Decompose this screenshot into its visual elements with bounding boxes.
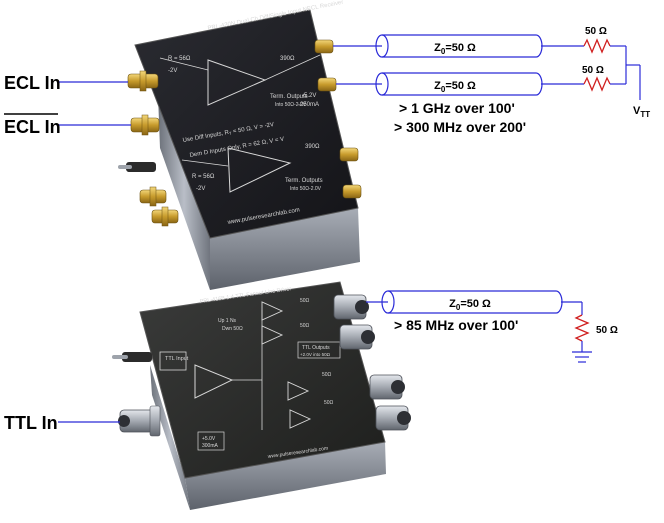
- ecl-upper-out-res: 390Ω: [280, 56, 295, 62]
- ecl-in-connector[interactable]: [127, 70, 159, 92]
- termination-resistor-1: [583, 38, 611, 54]
- ttl-buffer-3: [287, 381, 310, 401]
- ttl-out-res-1: 50Ω: [300, 298, 310, 304]
- ttl-out-res-4: 50Ω: [324, 400, 334, 406]
- ecl-upper-amp-symbol: [207, 59, 267, 106]
- ecl-upper-rt-label: R = 56Ω: [168, 56, 191, 62]
- ecl-supply-voltage: -5.2V: [302, 93, 316, 99]
- ecl-upper-vt-label: -2V: [168, 68, 177, 74]
- ttl-supply-box: [197, 431, 225, 451]
- ecl-in-label: ECL In: [4, 73, 61, 93]
- ecl-lower-vt-label: -2V: [196, 186, 205, 192]
- ecl-output-lines: Z0=50 Ω 50 Ω Z0=50 Ω 50 Ω VTT > 1 GHz ov…: [333, 26, 650, 135]
- ttl-toggle-switch[interactable]: [112, 352, 152, 362]
- resistor-1-label: 50 Ω: [585, 26, 607, 37]
- ecl-ch2-in-connector[interactable]: [139, 186, 167, 207]
- ttl-load-resistor: [574, 314, 590, 342]
- ecl-out4-connector[interactable]: [342, 184, 362, 199]
- ttl-box-top-panel: [139, 281, 386, 479]
- ttl-out4-bnc-connector[interactable]: [375, 405, 411, 431]
- ecl-lower-in-trace: [181, 159, 229, 167]
- ttl-driver-module: PRL-416B 1:4 TTL Fanout Line Driver Up 1…: [112, 281, 411, 510]
- ttl-out2-bnc-connector[interactable]: [339, 324, 375, 350]
- ecl-ch2-in-bar-connector[interactable]: [151, 206, 179, 227]
- ecl-receiver-module: PRL-430N Dual Ch Diff/Single Input NECL …: [118, 0, 362, 290]
- ecl-lower-out-res: 390Ω: [305, 144, 320, 150]
- ecl-box-front-face: [158, 95, 210, 290]
- ecl-out2-connector[interactable]: [317, 77, 337, 92]
- vtt-label: VTT: [633, 105, 650, 119]
- ecl-upper-in-trace: [159, 57, 209, 71]
- ttl-output-line: Z0=50 Ω 50 Ω > 85 MHz over 100': [366, 290, 618, 363]
- ecl-in-bar-connector[interactable]: [130, 114, 160, 136]
- ecl-supply-current: -250mA: [298, 102, 319, 108]
- ecl-lower-term-outputs: Term. Outputs: [285, 178, 323, 184]
- ttl-main-buffer-symbol: [194, 364, 234, 399]
- ecl-lower-term-outputs-sub: Into 50Ω-2.0V: [290, 186, 322, 192]
- termination-resistor-2: [583, 76, 611, 92]
- ttl-out3-bnc-connector[interactable]: [369, 374, 405, 400]
- ttl-outputs-sub: +2.0V into 50Ω: [300, 352, 331, 357]
- ecl-box-top-panel: [134, 9, 359, 239]
- ecl-upper-term-outputs-sub: Into 50Ω-2.0V: [275, 102, 307, 108]
- ttl-buffer-2: [261, 325, 284, 345]
- ttl-buffer-4: [289, 409, 312, 429]
- ttl-box-right-face: [185, 442, 386, 510]
- ttl-supply-current: 300mA: [202, 443, 219, 449]
- coax-3-impedance: Z0=50 Ω: [449, 298, 491, 312]
- ttl-load-resistor-label: 50 Ω: [596, 325, 618, 336]
- performance-1ghz: > 1 GHz over 100': [399, 100, 515, 116]
- ttl-supply-voltage: +5.0V: [202, 436, 216, 442]
- performance-300mhz: > 300 MHz over 200': [394, 119, 526, 135]
- ttl-input-box: [159, 351, 187, 371]
- ttl-in-label: TTL In: [4, 413, 58, 433]
- input-wiring: [58, 81, 131, 423]
- ttl-buffer-1: [261, 301, 284, 321]
- ttl-out1-bnc-connector[interactable]: [333, 294, 369, 320]
- ttl-panel-upto: Up 1 Ns: [218, 318, 237, 324]
- ttl-outputs-box: [297, 341, 341, 359]
- ecl-upper-out-trace: [264, 54, 321, 81]
- ecl-lower-amp-symbol: [227, 147, 292, 193]
- ttl-outputs-label: TTL Outputs: [302, 345, 330, 351]
- ecl-in-bar-label: ECL In: [4, 117, 61, 137]
- coax-2-impedance: Z0=50 Ω: [434, 80, 476, 94]
- ecl-out3-connector[interactable]: [339, 147, 359, 162]
- ecl-toggle-switch[interactable]: [118, 162, 156, 172]
- ecl-lower-rt-label: R = 56Ω: [192, 174, 215, 180]
- ttl-panel-down: Dwn 50Ω: [222, 326, 243, 332]
- ecl-out1-connector[interactable]: [314, 39, 334, 54]
- resistor-2-label: 50 Ω: [582, 65, 604, 76]
- ttl-in-bnc-connector[interactable]: [118, 405, 161, 437]
- ecl-upper-term-outputs: Term. Outputs: [270, 94, 308, 100]
- ecl-box-right-face: [210, 208, 360, 290]
- ttl-box-front-face: [150, 365, 190, 510]
- ground-icon: [572, 351, 592, 363]
- coax-1-impedance: Z0=50 Ω: [434, 42, 476, 56]
- performance-85mhz: > 85 MHz over 100': [394, 317, 518, 333]
- ttl-out-res-3: 50Ω: [322, 372, 332, 378]
- ttl-out-res-2: 50Ω: [300, 323, 310, 329]
- ttl-input-label: TTL Input: [165, 356, 189, 362]
